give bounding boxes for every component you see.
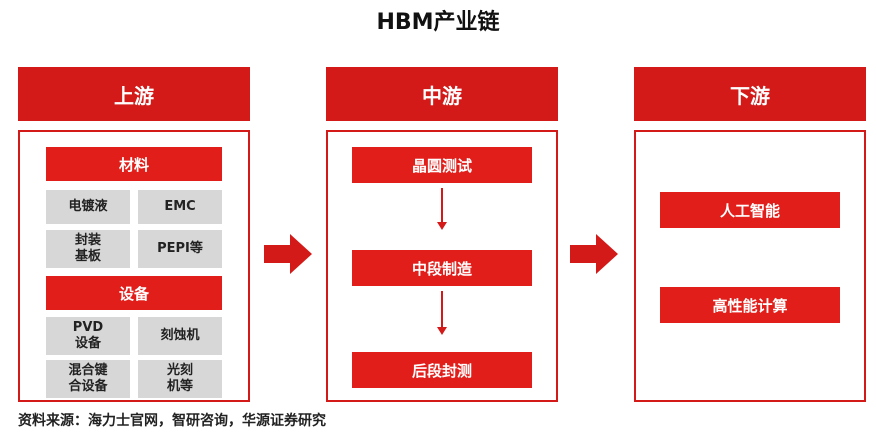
application-item: 高性能计算 (660, 287, 840, 323)
equipment-item: 刻蚀机 (138, 317, 222, 355)
source-note: 资料来源：海力士官网，智研咨询，华源证券研究 (18, 413, 326, 429)
flow-arrow-right-icon (264, 234, 312, 274)
flow-line (441, 291, 443, 327)
midstream-step: 中段制造 (352, 250, 532, 286)
material-item: 封装 基板 (46, 230, 130, 268)
material-item: PEPI等 (138, 230, 222, 268)
equipment-item: 混合键 合设备 (46, 360, 130, 398)
stage-header-midstream: 中游 (326, 67, 558, 121)
stage-panel-downstream (634, 130, 866, 402)
equipment-item: 光刻 机等 (138, 360, 222, 398)
arrow-down-icon (437, 222, 447, 230)
flow-arrow-right-icon (570, 234, 618, 274)
equipment-header: 设备 (46, 276, 222, 310)
flow-line (441, 188, 443, 222)
material-item: 电镀液 (46, 190, 130, 224)
materials-header: 材料 (46, 147, 222, 181)
application-item: 人工智能 (660, 192, 840, 228)
stage-header-upstream: 上游 (18, 67, 250, 121)
stage-header-downstream: 下游 (634, 67, 866, 121)
diagram-title: HBM产业链 (376, 10, 500, 35)
material-item: EMC (138, 190, 222, 224)
arrow-down-icon (437, 327, 447, 335)
midstream-step: 晶圆测试 (352, 147, 532, 183)
equipment-item: PVD 设备 (46, 317, 130, 355)
midstream-step: 后段封测 (352, 352, 532, 388)
